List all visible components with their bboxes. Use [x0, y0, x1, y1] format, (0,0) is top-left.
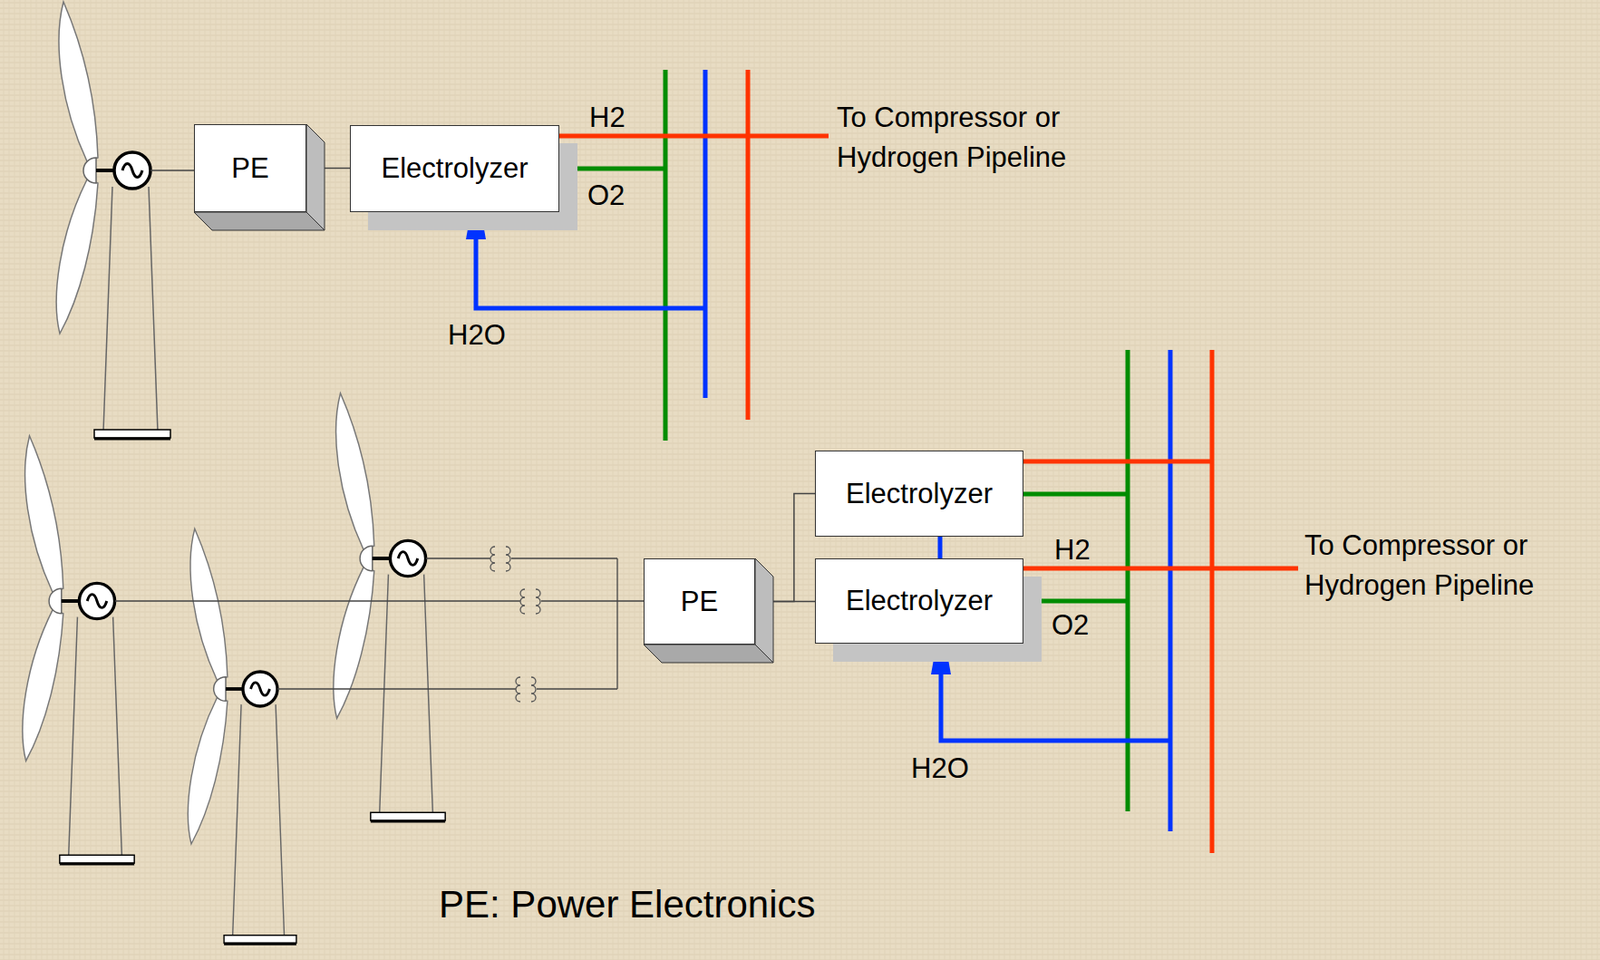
electrolyzer-box: Electrolyzer	[349, 125, 560, 213]
transformer-coil	[520, 589, 525, 614]
flow-label: O2	[1051, 605, 1089, 646]
box-label: PE	[680, 585, 718, 619]
transformer-coil	[535, 589, 541, 614]
electrolyzer-box: Electrolyzer	[814, 558, 1024, 644]
flow-label: H2O	[447, 315, 506, 356]
transformer-coil	[515, 677, 521, 702]
transformer-coil	[531, 677, 536, 702]
box-label: Electrolyzer	[845, 584, 993, 618]
flow-label: O2	[587, 175, 625, 216]
power-electronics-box: PE	[643, 558, 756, 645]
transformer-coil	[490, 546, 495, 572]
power-electronics-box: PE	[193, 124, 307, 213]
flow-label: H2O	[911, 748, 970, 789]
box-label: PE	[231, 152, 269, 185]
box-label: Electrolyzer	[381, 152, 529, 185]
electrolyzer-box: Electrolyzer	[814, 450, 1024, 537]
transformer-coil	[505, 546, 511, 572]
flow-label: To Compressor or Hydrogen Pipeline	[1304, 525, 1577, 606]
box-label: Electrolyzer	[845, 477, 993, 511]
flow-label: H2	[589, 97, 626, 138]
flow-label: To Compressor or Hydrogen Pipeline	[836, 97, 1109, 178]
flow-label: H2	[1054, 530, 1091, 571]
legend-note: PE: Power Electronics	[438, 879, 816, 931]
stack-link	[938, 536, 943, 559]
